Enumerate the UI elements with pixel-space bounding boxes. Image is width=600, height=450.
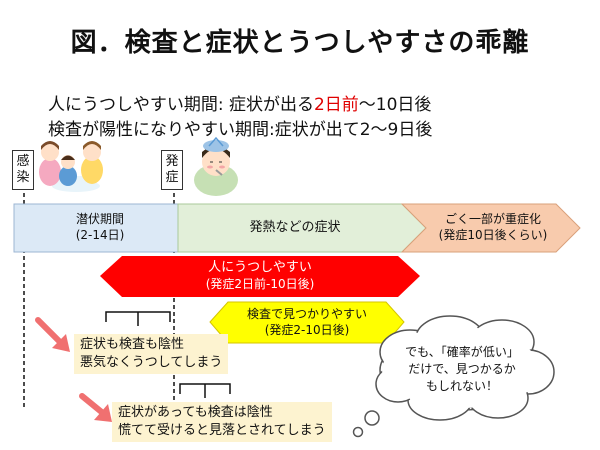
fever-label: 発熱などの症状	[249, 220, 341, 235]
page-title: 図．検査と症状とうつしやすさの乖離	[70, 28, 530, 58]
severe-title: ごく一部が重症化	[444, 212, 541, 226]
detectable-title: 検査で見つかりやすい	[246, 307, 367, 321]
incubation-title: 潜伏期間	[75, 212, 124, 226]
line1-suffix: 〜10日後	[358, 95, 432, 115]
sick-person-illustration	[194, 136, 238, 196]
contagious-label: 人にうつしやすい (発症2日前-10日後)	[150, 260, 370, 292]
incubation-range: (2-14日)	[75, 228, 125, 242]
contagious-hexagon	[100, 256, 420, 297]
note2-line1: 症状があっても検査は陰性	[118, 405, 273, 420]
cloud-line2: だけで、見つかるか	[408, 362, 516, 376]
test-positive-period-line: 検査が陽性になりやすい期間:症状が出て2〜9日後	[48, 120, 433, 140]
severe-arrow	[400, 203, 581, 253]
thought-cloud-icon	[352, 315, 555, 438]
onset-label: 発症	[161, 150, 183, 190]
contagious-period-line: 人にうつしやすい期間: 症状が出る2日前〜10日後	[48, 90, 431, 115]
note1-line2: 悪気なくうつしてしまう	[80, 355, 223, 370]
note2-line2: 慌てて受けると見落とされてしまう	[118, 423, 326, 438]
bracket-2	[179, 383, 231, 398]
incubation-label: 潜伏期間 (2-14日)	[40, 211, 160, 243]
note-box-2: 症状があっても検査は陰性 慌てて受けると見落とされてしまう	[112, 402, 332, 442]
severe-label: ごく一部が重症化 (発症10日後くらい)	[418, 211, 568, 243]
note-box-1: 症状も検査も陰性 悪気なくうつしてしまう	[74, 334, 229, 374]
detectable-note: (発症2-10日後)	[264, 323, 350, 337]
cloud-text: でも、「確率が低い」 だけで、見つかるか もしれない！	[392, 344, 532, 395]
severe-note: (発症10日後くらい)	[438, 228, 548, 242]
bracket-1	[105, 311, 171, 326]
contagious-note: (発症2日前-10日後)	[205, 277, 315, 291]
detectable-label: 検査で見つかりやすい (発症2-10日後)	[228, 306, 386, 338]
line1-highlight: 2日前	[313, 95, 359, 115]
infection-label: 感染	[12, 150, 34, 190]
cloud-line1: でも、「確率が低い」	[405, 345, 519, 359]
cloud-line3: もしれない！	[425, 379, 498, 393]
contagious-title: 人にうつしやすい	[208, 260, 312, 275]
note1-line1: 症状も検査も陰性	[80, 337, 185, 352]
red-arrow-icon	[35, 317, 70, 352]
line1-prefix: 人にうつしやすい期間: 症状が出る	[48, 95, 314, 115]
people-chatting-illustration	[39, 141, 103, 192]
red-arrow-icon	[79, 393, 112, 422]
